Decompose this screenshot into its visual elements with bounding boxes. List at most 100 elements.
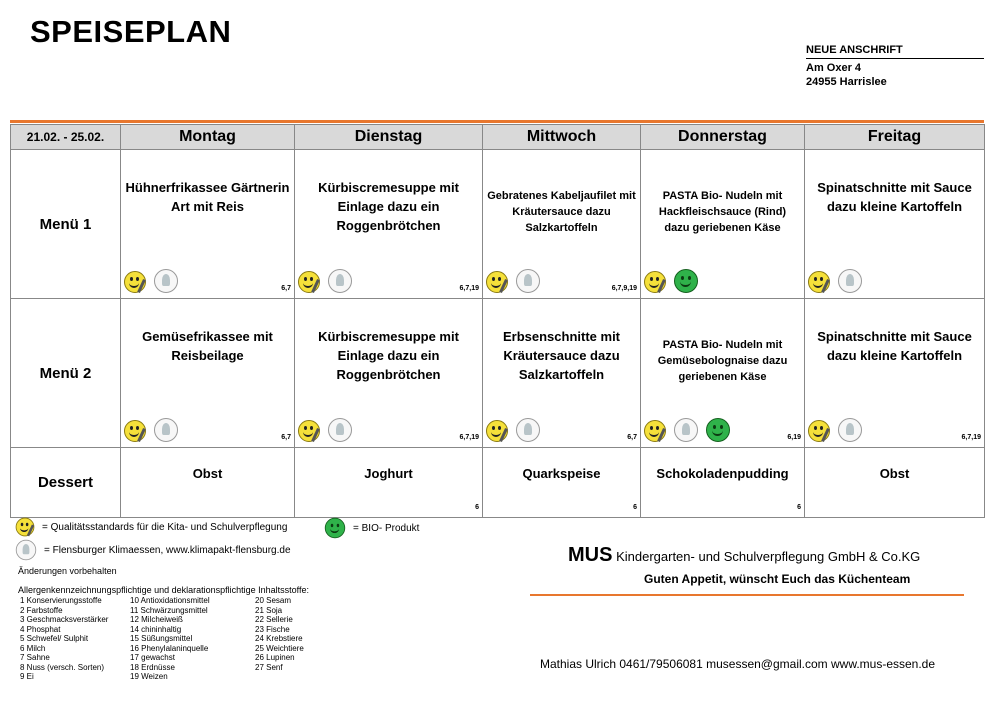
dessert-cell: Obst bbox=[804, 447, 985, 518]
quality-smiley-icon bbox=[124, 420, 146, 442]
legend-klima-text: = Flensburger Klimaessen, www.klimapakt-… bbox=[44, 544, 291, 556]
allergen-item: 10 Antioxidationsmittel bbox=[130, 596, 210, 605]
changes-note: Änderungen vorbehalten bbox=[18, 566, 117, 576]
klima-icon bbox=[328, 418, 352, 442]
dish-name: PASTA Bio- Nudeln mit Hackfleischsauce (… bbox=[658, 190, 787, 234]
menu2-label: Menü 2 bbox=[10, 298, 121, 448]
dish-name: Obst bbox=[879, 466, 910, 481]
legend-bio: = BIO- Produkt bbox=[323, 516, 419, 540]
day-header: Montag bbox=[120, 124, 295, 150]
bio-icon bbox=[324, 517, 346, 539]
day-header: Dienstag bbox=[294, 124, 483, 150]
allergen-codes: 6,19 bbox=[787, 434, 801, 441]
quality-smiley-icon bbox=[644, 271, 666, 293]
bio-icon bbox=[706, 418, 730, 442]
allergen-item: 5 Schwefel/ Sulphit bbox=[20, 634, 89, 643]
allergen-item: 24 Krebstiere bbox=[255, 634, 303, 643]
allergen-codes: 6,7 bbox=[627, 434, 637, 441]
allergen-item: 16 Phenylalaninquelle bbox=[130, 643, 209, 653]
header-row: 21.02. - 25.02. Montag Dienstag Mittwoch… bbox=[10, 124, 985, 150]
cell-icons bbox=[808, 269, 862, 293]
allergen-codes: 6,7 bbox=[281, 285, 291, 292]
dish-name: Erbsenschnitte mit Kräutersauce dazu Sal… bbox=[502, 329, 621, 382]
notes: Änderungen vorbehalten Allergenkennzeich… bbox=[18, 565, 309, 596]
menu1-cell: Kürbiscremesuppe mit Einlage dazu ein Ro… bbox=[294, 149, 483, 299]
cell-icons bbox=[644, 269, 698, 293]
cell-icons bbox=[298, 418, 352, 442]
allergen-item: 17 gewachst bbox=[130, 653, 175, 662]
dessert-cell: Obst bbox=[120, 447, 295, 518]
dish-name: PASTA Bio- Nudeln mit Gemüsebolognaise d… bbox=[657, 339, 788, 383]
allergen-codes: 6,7,19 bbox=[459, 285, 479, 292]
dish-name: Spinatschnitte mit Sauce dazu kleine Kar… bbox=[817, 329, 972, 363]
quality-smiley-icon bbox=[486, 420, 508, 442]
allergen-item: 18 Erdnüsse bbox=[130, 662, 175, 672]
page-title: SPEISEPLAN bbox=[30, 14, 232, 49]
klima-icon bbox=[516, 418, 540, 442]
klima-icon bbox=[516, 269, 540, 293]
allergen-codes: 6 bbox=[797, 504, 801, 511]
dish-name: Gemüsefrikassee mit Reisbeilage bbox=[142, 329, 273, 363]
dish-name: Quarkspeise bbox=[522, 466, 601, 481]
cell-icons bbox=[486, 269, 540, 293]
cell-icons bbox=[124, 269, 178, 293]
company-line: MUS Kindergarten- und Schulverpflegung G… bbox=[568, 544, 920, 567]
address-street: Am Oxer 4 bbox=[806, 62, 862, 74]
allergen-item: 6 Milch bbox=[20, 643, 46, 653]
allergen-item: 14 chininhaltig bbox=[130, 624, 182, 634]
dish-name: Spinatschnitte mit Sauce dazu kleine Kar… bbox=[817, 180, 972, 214]
allergen-item: 9 Ei bbox=[20, 672, 34, 681]
dish-name: Schokoladenpudding bbox=[656, 466, 789, 481]
quality-smiley-icon bbox=[644, 420, 666, 442]
company-name: Kindergarten- und Schulverpflegung GmbH … bbox=[616, 549, 921, 564]
allergen-item: 21 Soja bbox=[255, 605, 283, 615]
address-header: NEUE ANSCHRIFT bbox=[806, 43, 984, 59]
menu1-row: Menü 1 Hühnerfrikassee Gärtnerin Art mit… bbox=[10, 149, 985, 299]
dessert-cell: Schokoladenpudding 6 bbox=[640, 447, 805, 518]
klima-icon bbox=[838, 269, 862, 293]
top-orange-rule bbox=[10, 120, 984, 123]
menu-table: 21.02. - 25.02. Montag Dienstag Mittwoch… bbox=[10, 124, 985, 518]
legend-quality-text: = Qualitätsstandards für die Kita- und S… bbox=[42, 521, 288, 533]
allergen-item: 23 Fische bbox=[255, 624, 290, 634]
menu2-row: Menü 2 Gemüsefrikassee mit Reisbeilage 6,… bbox=[10, 298, 985, 448]
menu2-cell: PASTA Bio- Nudeln mit Gemüsebolognaise d… bbox=[640, 298, 805, 448]
day-header: Mittwoch bbox=[482, 124, 641, 150]
allergen-codes: 6,7 bbox=[281, 434, 291, 441]
allergen-item: 25 Weichtiere bbox=[255, 643, 304, 653]
dish-name: Obst bbox=[192, 466, 223, 481]
klima-icon bbox=[154, 418, 178, 442]
greeting: Guten Appetit, wünscht Euch das Küchente… bbox=[644, 572, 911, 586]
quality-smiley-icon bbox=[486, 271, 508, 293]
quality-smiley-icon bbox=[298, 271, 320, 293]
allergen-title: Allergenkennzeichnungspflichtige und dek… bbox=[18, 585, 310, 595]
cell-icons bbox=[486, 418, 540, 442]
contact-line: Mathias Ulrich 0461/79506081 musessen@gm… bbox=[540, 657, 936, 671]
allergen-item: 8 Nuss (versch. Sorten) bbox=[20, 662, 105, 672]
dessert-label: Dessert bbox=[10, 447, 121, 518]
menu1-cell: Gebratenes Kabeljaufilet mit Kräutersauc… bbox=[482, 149, 641, 299]
menu2-cell: Spinatschnitte mit Sauce dazu kleine Kar… bbox=[804, 298, 985, 448]
quality-smiley-icon bbox=[808, 420, 830, 442]
allergen-item: 4 Phosphat bbox=[20, 624, 61, 634]
bottom-orange-rule bbox=[530, 594, 964, 596]
quality-smiley-icon bbox=[15, 517, 35, 537]
cell-icons bbox=[644, 418, 730, 442]
allergen-item: 1 Konservierungsstoffe bbox=[20, 596, 102, 605]
menu2-cell: Kürbiscremesuppe mit Einlage dazu ein Ro… bbox=[294, 298, 483, 448]
legend-klima: = Flensburger Klimaessen, www.klimapakt-… bbox=[14, 538, 291, 562]
klima-icon bbox=[154, 269, 178, 293]
dish-name: Kürbiscremesuppe mit Einlage dazu ein Ro… bbox=[318, 329, 459, 382]
allergen-item: 12 Milcheiweiß bbox=[130, 615, 183, 624]
allergen-item: 3 Geschmacksverstärker bbox=[20, 615, 109, 624]
week-range: 21.02. - 25.02. bbox=[10, 124, 121, 150]
allergen-item: 27 Senf bbox=[255, 662, 283, 672]
bio-icon bbox=[674, 269, 698, 293]
klima-icon bbox=[328, 269, 352, 293]
quality-smiley-icon bbox=[124, 271, 146, 293]
quality-smiley-icon bbox=[298, 420, 320, 442]
